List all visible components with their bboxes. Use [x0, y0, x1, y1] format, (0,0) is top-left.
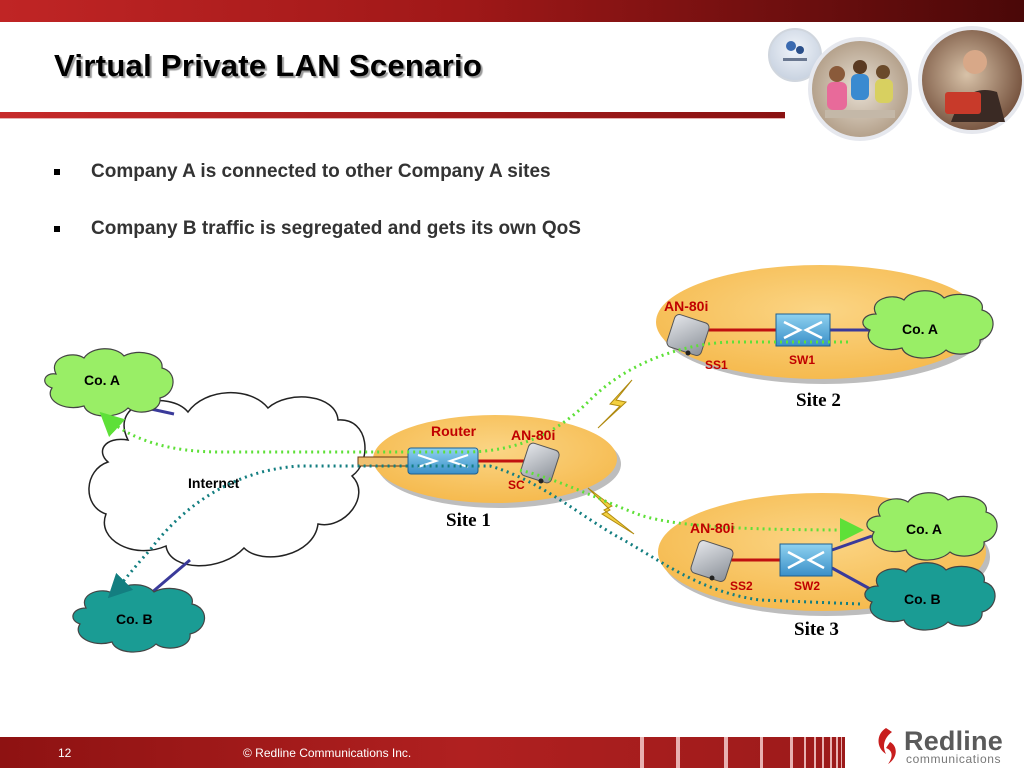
site1-an80i-label: AN-80i: [511, 427, 555, 443]
title-underline: [0, 112, 785, 118]
switch-sw2: [779, 543, 833, 577]
site2-ss-label: SS1: [705, 358, 728, 372]
an80i-radio-site3: [690, 540, 734, 582]
title-underline-highlight: [0, 118, 785, 119]
svg-text:Co. A: Co. A: [84, 372, 120, 388]
svg-text:Co. B: Co. B: [904, 591, 941, 607]
site2-label: Site 2: [796, 390, 841, 411]
bullet-text: Company A is connected to other Company …: [91, 161, 551, 182]
bullet-text: Company B traffic is segregated and gets…: [91, 218, 581, 239]
company-a-cloud-left: Co. A: [44, 348, 174, 417]
site3-sw-label: SW2: [794, 579, 820, 593]
company-a-cloud-site2: Co. A: [862, 290, 994, 359]
an80i-radio-site1: [520, 442, 560, 484]
company-a-traffic-path-site3: [519, 468, 864, 542]
company-b-cloud-left: Co. B: [72, 584, 206, 653]
top-banner: [0, 0, 1024, 22]
footer-stripes: [640, 737, 842, 768]
company-a-cloud-site3: Co. A: [866, 492, 998, 561]
site3-an80i-label: AN-80i: [690, 520, 734, 536]
sw2-coa-link: [831, 534, 873, 552]
header-photo-collage: [768, 26, 1024, 141]
site3-ss-label: SS2: [730, 579, 753, 593]
bullet-square-icon: [54, 226, 60, 232]
site3-label: Site 3: [794, 619, 839, 640]
footer-bar: [0, 737, 845, 768]
internet-label: Internet: [188, 475, 240, 491]
wireless-lightning-icon: [597, 379, 633, 429]
network-diagram: Internet Co. A Co. B: [44, 265, 998, 653]
svg-text:Co. A: Co. A: [902, 321, 938, 337]
redline-logo-icon: [878, 728, 896, 764]
copyright-text: © Redline Communications Inc.: [243, 746, 412, 760]
site1-sc-label: SC: [508, 478, 525, 492]
site2-an80i-label: AN-80i: [664, 298, 708, 314]
left-b-link: [149, 558, 191, 596]
svg-text:Co. B: Co. B: [116, 611, 153, 627]
an80i-radio-site2: [666, 314, 710, 356]
site1-router-label: Router: [431, 423, 477, 439]
page-number: 12: [58, 746, 72, 760]
site2-sw-label: SW1: [789, 353, 815, 367]
sw2-cob-link: [831, 566, 873, 592]
internet-cloud: [88, 391, 366, 567]
logo-name: Redline: [904, 726, 1003, 756]
company-b-traffic-path: [107, 464, 861, 606]
internet-router-link: [357, 456, 411, 467]
switch-sw1: [775, 313, 831, 347]
slide-title: Virtual Private LAN Scenario: [54, 48, 483, 83]
logo-tagline: communications: [906, 752, 1002, 766]
bullet-square-icon: [54, 169, 60, 175]
company-b-cloud-site3: Co. B: [864, 562, 996, 631]
site1-label: Site 1: [446, 510, 491, 531]
svg-text:Co. A: Co. A: [906, 521, 942, 537]
